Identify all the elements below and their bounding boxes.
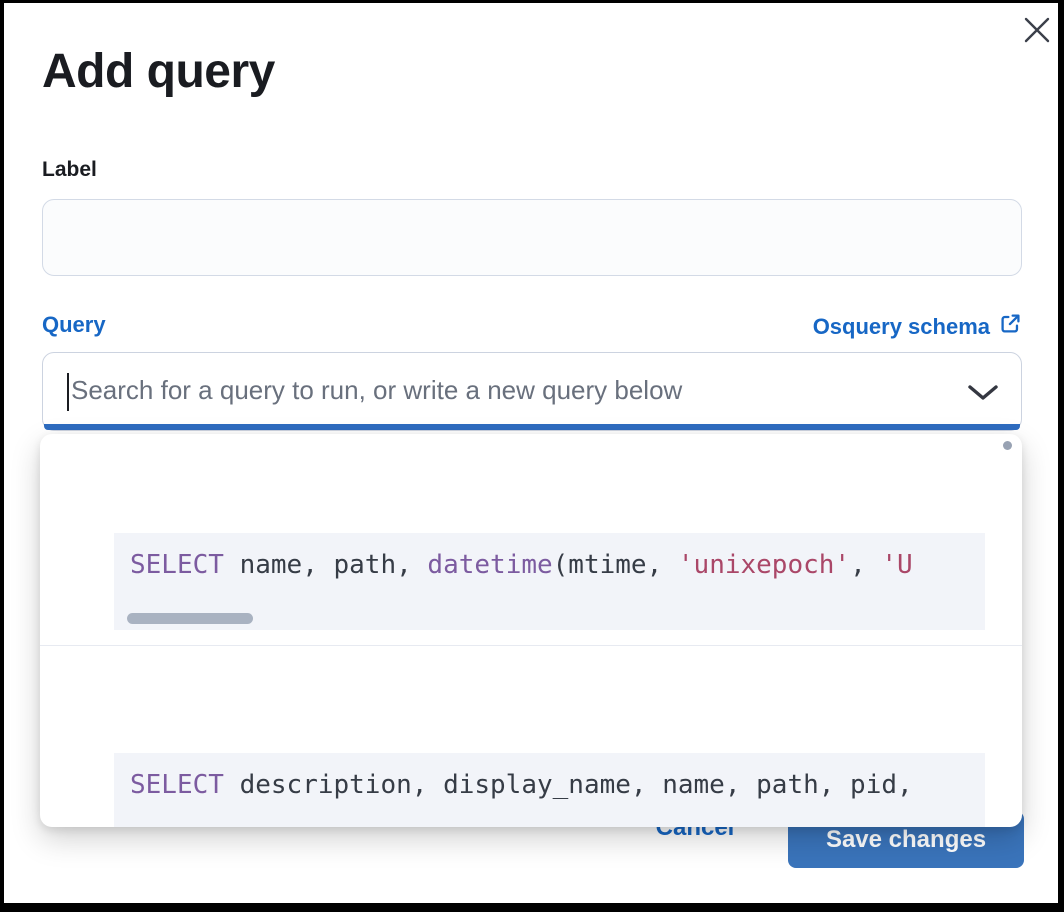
query-option-sql-preview: SELECT description, display_name, name, … — [114, 753, 985, 827]
focus-underline — [44, 424, 1020, 430]
query-option-sql-preview: SELECT name, path, datetime(mtime, 'unix… — [114, 533, 985, 630]
osquery-schema-link[interactable]: Osquery schema — [813, 312, 1022, 341]
query-suggestions-dropdown: wdigest_uselogoncredential_windows_elast… — [40, 434, 1022, 827]
sql-code: SELECT description, display_name, name, … — [130, 770, 913, 800]
query-field-label: Query — [42, 312, 106, 337]
chevron-down-icon[interactable] — [967, 384, 999, 406]
label-input[interactable] — [42, 199, 1022, 276]
osquery-schema-link-label: Osquery schema — [812, 313, 990, 339]
option-divider — [40, 645, 1022, 646]
label-field-label: Label — [42, 158, 97, 181]
query-search-combobox[interactable] — [42, 352, 1022, 431]
close-button[interactable] — [1020, 13, 1054, 47]
query-search-input[interactable] — [69, 353, 953, 427]
external-link-icon — [999, 312, 1022, 341]
modal-title: Add query — [42, 45, 275, 98]
close-icon — [1024, 17, 1050, 46]
vertical-scrollbar[interactable] — [1003, 441, 1012, 450]
text-cursor — [67, 373, 69, 411]
horizontal-scrollbar[interactable] — [127, 613, 253, 624]
sql-code: SELECT name, path, datetime(mtime, 'unix… — [130, 550, 913, 580]
